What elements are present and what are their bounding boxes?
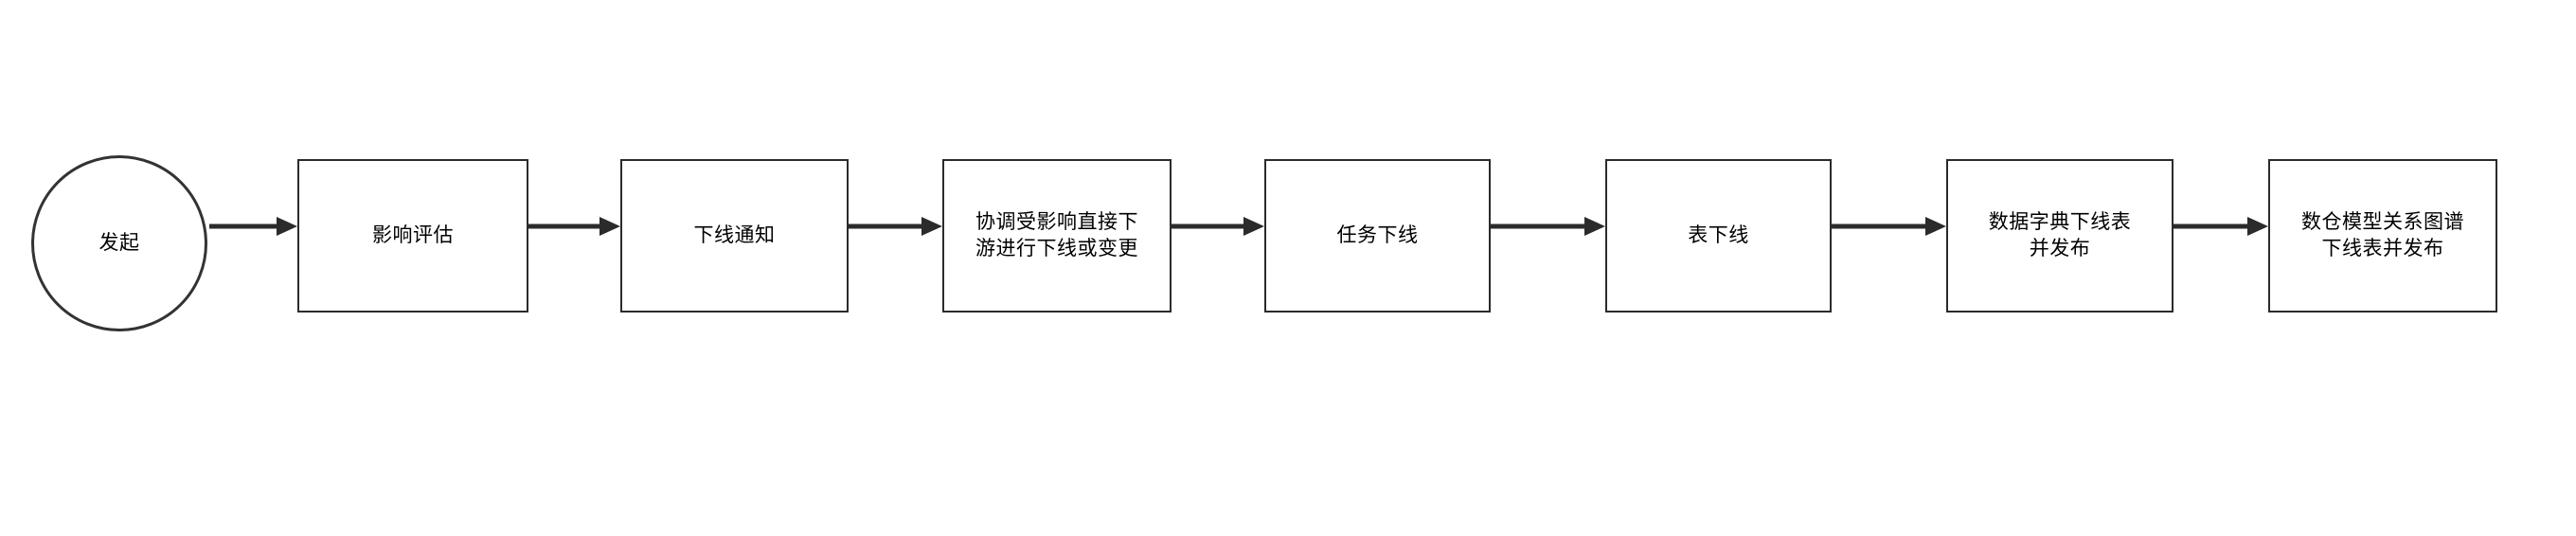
flow-arrow-start-to-impact-assessment [209, 215, 297, 238]
flow-node-label: 发起 [98, 232, 140, 254]
flow-node-warehouse-model-graph-offline-publish[interactable]: 数仓模型关系图谱 下线表并发布 [2268, 159, 2497, 313]
arrow-head [921, 217, 942, 236]
arrow-shaft [849, 223, 923, 229]
flow-node-start[interactable]: 发起 [31, 155, 207, 331]
arrow-shaft [528, 223, 601, 229]
arrow-head [2247, 217, 2268, 236]
flow-node-task-offline[interactable]: 任务下线 [1264, 159, 1491, 313]
flow-arrow-coordinate-downstream-to-task-offline [1172, 215, 1264, 238]
flow-arrow-offline-notification-to-coordinate-downstream [849, 215, 942, 238]
flow-node-label: 数据字典下线表 并发布 [1988, 211, 2132, 259]
arrow-shaft [1491, 223, 1586, 229]
arrow-head [1584, 217, 1605, 236]
arrow-shaft [209, 223, 278, 229]
flow-node-label: 数仓模型关系图谱 下线表并发布 [2301, 211, 2464, 259]
flow-node-label: 表下线 [1688, 224, 1749, 246]
arrow-shaft [2174, 223, 2249, 229]
arrow-head [277, 217, 297, 236]
flow-node-coordinate-downstream[interactable]: 协调受影响直接下 游进行下线或变更 [942, 159, 1172, 313]
flow-arrow-data-dictionary-offline-publish-to-warehouse-model-graph-offline-publish [2174, 215, 2268, 238]
flow-node-data-dictionary-offline-publish[interactable]: 数据字典下线表 并发布 [1946, 159, 2174, 313]
arrow-head [599, 217, 620, 236]
flow-arrow-table-offline-to-data-dictionary-offline-publish [1832, 215, 1946, 238]
flow-node-label: 协调受影响直接下 游进行下线或变更 [975, 211, 1138, 259]
flow-arrow-impact-assessment-to-offline-notification [528, 215, 620, 238]
arrow-head [1925, 217, 1946, 236]
flow-node-table-offline[interactable]: 表下线 [1605, 159, 1832, 313]
flow-node-label: 影响评估 [372, 224, 454, 246]
flow-arrow-task-offline-to-table-offline [1491, 215, 1605, 238]
flow-node-impact-assessment[interactable]: 影响评估 [297, 159, 528, 313]
flow-node-label: 任务下线 [1336, 224, 1419, 246]
flow-node-label: 下线通知 [693, 224, 776, 246]
arrow-head [1243, 217, 1264, 236]
arrow-shaft [1172, 223, 1245, 229]
flow-node-offline-notification[interactable]: 下线通知 [620, 159, 849, 313]
arrow-shaft [1832, 223, 1927, 229]
